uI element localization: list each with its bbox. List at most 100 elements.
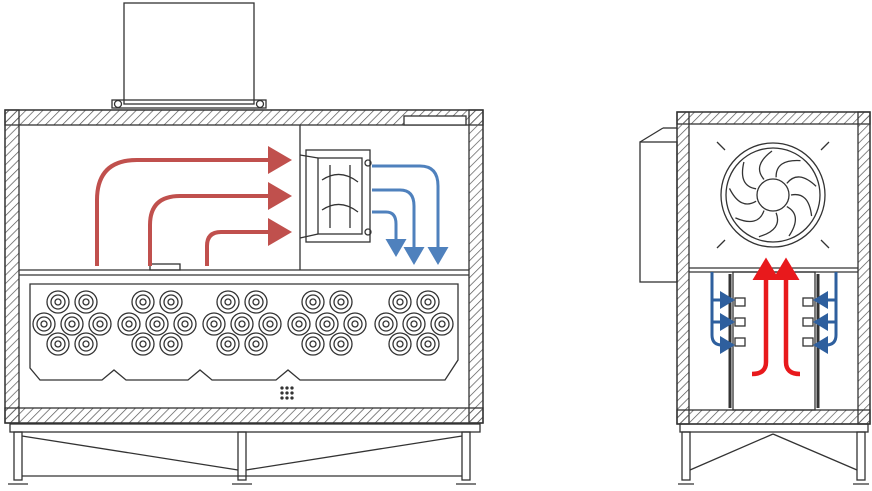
fan-ring (230, 312, 254, 336)
fan-ring (224, 340, 232, 348)
fan-ring (378, 316, 394, 332)
fan-ring (220, 294, 236, 310)
fan-ring (125, 320, 133, 328)
fan-ring (206, 316, 222, 332)
fan-ring (82, 340, 90, 348)
fan-blade (728, 188, 757, 205)
fan-ring (135, 294, 151, 310)
fan-ring (337, 298, 345, 306)
fan-ring (396, 340, 404, 348)
fan-ring (333, 294, 349, 310)
fan-ring (438, 320, 446, 328)
fan-ring (392, 294, 408, 310)
fan-ring (216, 290, 240, 314)
fan-ring (434, 316, 450, 332)
fan-ring (117, 312, 141, 336)
fan-ring (374, 312, 398, 336)
fan-ring (50, 336, 66, 352)
fan-ring (244, 332, 268, 356)
fan-ring (329, 332, 353, 356)
vent-dot (290, 386, 294, 390)
fan-ring-group (202, 290, 282, 356)
axial-fan-icon (299, 149, 372, 243)
fan-ring (416, 332, 440, 356)
fan-ring (139, 298, 147, 306)
fan-ring (167, 340, 175, 348)
fan-ring (163, 294, 179, 310)
fan-ring (248, 294, 264, 310)
fan-ring (410, 320, 418, 328)
side-left-insulation (676, 111, 690, 425)
fan-ring (305, 294, 321, 310)
fan-ring (159, 332, 183, 356)
tray-clip (149, 263, 181, 271)
duct-flange (111, 99, 267, 109)
fan-ring-group (374, 290, 454, 356)
fan-ring (82, 298, 90, 306)
fan-ring (224, 298, 232, 306)
fan-ring (301, 332, 325, 356)
fan-ring (173, 312, 197, 336)
fan-ring (54, 298, 62, 306)
fan-ring (351, 320, 359, 328)
fan-ring (78, 294, 94, 310)
fan-blade (786, 176, 817, 187)
front-view (4, 2, 484, 485)
cool-air-arrow-icon (372, 164, 449, 265)
fan-ring (420, 294, 436, 310)
fan-ring (149, 316, 165, 332)
fan-ring (167, 298, 175, 306)
fan-ring (88, 312, 112, 336)
fan-ring (252, 340, 260, 348)
fan-ring (153, 320, 161, 328)
base-frame (8, 423, 481, 485)
vent-dot (280, 391, 284, 395)
side-view (639, 111, 871, 485)
fan-ring (430, 312, 454, 336)
fan-ring (177, 316, 193, 332)
fan-ring (145, 312, 169, 336)
fan-blade (735, 210, 765, 223)
fan-ring (74, 332, 98, 356)
fan-ring (396, 298, 404, 306)
fan-ring (262, 316, 278, 332)
fan-ring (406, 316, 422, 332)
vent-dot (290, 391, 294, 395)
top-panel-gap (403, 115, 467, 126)
fan-ring (295, 320, 303, 328)
fan-blade (775, 159, 801, 178)
fan-ring (46, 332, 70, 356)
fan-ring (135, 336, 151, 352)
fan-ring (244, 290, 268, 314)
fan-ring (46, 290, 70, 314)
fan-ring (424, 340, 432, 348)
fan-ring (32, 312, 56, 336)
fan-ring (424, 298, 432, 306)
fan-ring (343, 312, 367, 336)
fan-ring-group (287, 290, 367, 356)
fan-ring (337, 340, 345, 348)
heatsink-fins (734, 297, 814, 347)
bottom-insulation (4, 407, 484, 424)
vent-dot (280, 386, 284, 390)
fan-ring (131, 290, 155, 314)
fan-ring (210, 320, 218, 328)
side-top-insulation (676, 111, 871, 125)
vent-dot (280, 396, 284, 400)
fan-ring (252, 298, 260, 306)
top-duct (123, 2, 255, 105)
fan-ring (234, 316, 250, 332)
left-insulation (4, 109, 20, 424)
fan-ring (266, 320, 274, 328)
fan-ring (323, 320, 331, 328)
fan-ring (287, 312, 311, 336)
fan-ring (301, 290, 325, 314)
fan-ring (392, 336, 408, 352)
fan-ring (64, 316, 80, 332)
fan-blade (790, 193, 813, 217)
fan-blade (758, 212, 779, 238)
fan-ring (382, 320, 390, 328)
fan-ring (416, 290, 440, 314)
fan-ring (78, 336, 94, 352)
